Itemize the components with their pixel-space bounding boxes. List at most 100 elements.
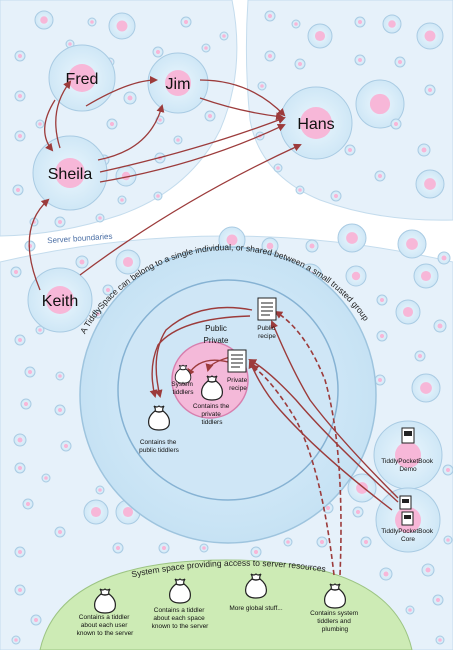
bag-system-label: Contains system tiddlers and plumbing (310, 610, 360, 633)
background-cell-nucleus (421, 147, 427, 153)
background-cell-nucleus (351, 271, 361, 281)
background-cell-nucleus (13, 269, 19, 275)
background-cell-nucleus (105, 287, 111, 293)
person-jim[interactable]: Jim (147, 52, 209, 114)
pocketbook-core-label-line-2: Core (401, 536, 415, 543)
person-hans[interactable]: Hans (279, 86, 353, 160)
pocketbook-demo-label-line-2: Demo (399, 466, 417, 473)
background-cell-nucleus (38, 328, 42, 332)
public-recipe-label: Public recipe (257, 325, 277, 340)
person-fred[interactable]: Fred (48, 44, 116, 112)
background-cell-nucleus (379, 297, 385, 303)
private-recipe-icon[interactable] (227, 349, 247, 373)
system-space-region (39, 559, 413, 651)
background-cell-nucleus (176, 138, 180, 142)
bag-tie-icon (179, 368, 187, 371)
background-cell-nucleus (17, 465, 23, 471)
global-bag[interactable] (245, 573, 267, 599)
background-cell-nucleus (297, 61, 303, 67)
private-tiddlers-bag[interactable] (201, 375, 223, 401)
bag-global-label: More global stuff... (229, 605, 283, 612)
bag-users-label-line-1: Contains a tiddler (79, 614, 130, 621)
pocketbook-core-label: TiddlyPocketBook Core (381, 528, 435, 543)
bag-spaces-label-line-1: Contains a tiddler (154, 607, 205, 614)
background-cell-nucleus (27, 369, 33, 375)
bag-tie-icon (207, 380, 217, 383)
background-cell-nucleus (363, 539, 369, 545)
background-cell-nucleus (202, 546, 206, 550)
background-cell-nucleus (286, 540, 290, 544)
bag-icon (174, 364, 192, 384)
users-bag[interactable] (94, 588, 116, 614)
background-cell-nucleus (427, 87, 433, 93)
bag-tie-icon (175, 583, 185, 586)
background-cell-nucleus (116, 20, 128, 32)
person-keith[interactable]: Keith (27, 267, 93, 333)
background-cell-nucleus (438, 638, 442, 642)
public-recipe-icon[interactable] (257, 297, 277, 321)
pocketbook-demo-cell[interactable] (373, 420, 443, 490)
bag-system-label-line-3: plumbing (322, 626, 349, 633)
background-cell-nucleus (446, 538, 450, 542)
background-cell-nucleus (57, 529, 63, 535)
background-cell-nucleus (204, 46, 208, 50)
background-cell-nucleus (397, 59, 403, 65)
background-cell-nucleus (38, 122, 42, 126)
background-cell-nucleus (183, 19, 189, 25)
background-cell-nucleus (393, 121, 399, 127)
background-cell-nucleus (79, 259, 85, 265)
person-label: Fred (66, 71, 99, 88)
background-cell-nucleus (425, 567, 431, 573)
background-cell-nucleus (314, 30, 326, 42)
background-cell-nucleus (44, 476, 48, 480)
background-cell-nucleus (120, 198, 124, 202)
system-tiddlers-label-line-1: System (171, 381, 193, 388)
background-cell-nucleus (23, 401, 29, 407)
background-cell-nucleus (357, 19, 363, 25)
person-label: Keith (42, 293, 78, 310)
public-tiddlers-bag[interactable] (148, 405, 170, 431)
background-cell-nucleus (437, 323, 443, 329)
bag-tie-icon (154, 410, 164, 413)
background-cell-nucleus (222, 34, 226, 38)
public-recipe-label-line-1: Public (257, 325, 275, 332)
recipe-arrows (149, 306, 399, 511)
background-cell-nucleus (388, 20, 396, 28)
background-cell-nucleus (408, 608, 412, 612)
system-tiddlers-bag[interactable] (174, 364, 192, 384)
background-cell-nucleus (115, 545, 121, 551)
bag-users-label-line-2: about each user (81, 622, 128, 629)
pocketbook-core-recipe-icon[interactable] (399, 495, 414, 526)
background-cell-nucleus (356, 482, 368, 494)
background-cell-nucleus (63, 443, 69, 449)
background-cell-nucleus (17, 93, 23, 99)
private-tiddlers-label-line-3: tiddlers (202, 419, 224, 426)
background-cell-nucleus (406, 238, 418, 250)
public-recipe-label-line-2: recipe (258, 333, 276, 340)
spaces-bag[interactable] (169, 578, 191, 604)
background-cell-nucleus (158, 118, 162, 122)
system-space-bag[interactable] (324, 583, 346, 609)
background-cell-nucleus (68, 42, 72, 46)
background-cell-nucleus (383, 571, 389, 577)
private-recipe-label: Private recipe (227, 377, 249, 392)
system-dashed-arrows (250, 310, 342, 576)
bag-users-label: Contains a tiddler about each user known… (77, 614, 135, 637)
background-cell-nucleus (379, 333, 385, 339)
background-cell-nucleus (33, 617, 39, 623)
background-cell-nucleus (122, 256, 134, 268)
background-cell-nucleus (369, 93, 391, 115)
public-label: Public (205, 324, 227, 333)
private-label: Private (204, 336, 229, 345)
person-sheila[interactable]: Sheila (32, 135, 108, 211)
background-cell-nucleus (155, 49, 161, 55)
background-cell-nucleus (17, 337, 23, 343)
membership-arrows (28, 76, 302, 291)
bag-icon (245, 573, 267, 599)
background-cell-nucleus (58, 374, 62, 378)
bag-spaces-label-line-2: about each space (153, 615, 205, 622)
background-cell-nucleus (156, 194, 160, 198)
person-label: Hans (297, 116, 334, 133)
pocketbook-demo-recipe-icon[interactable] (401, 427, 415, 444)
